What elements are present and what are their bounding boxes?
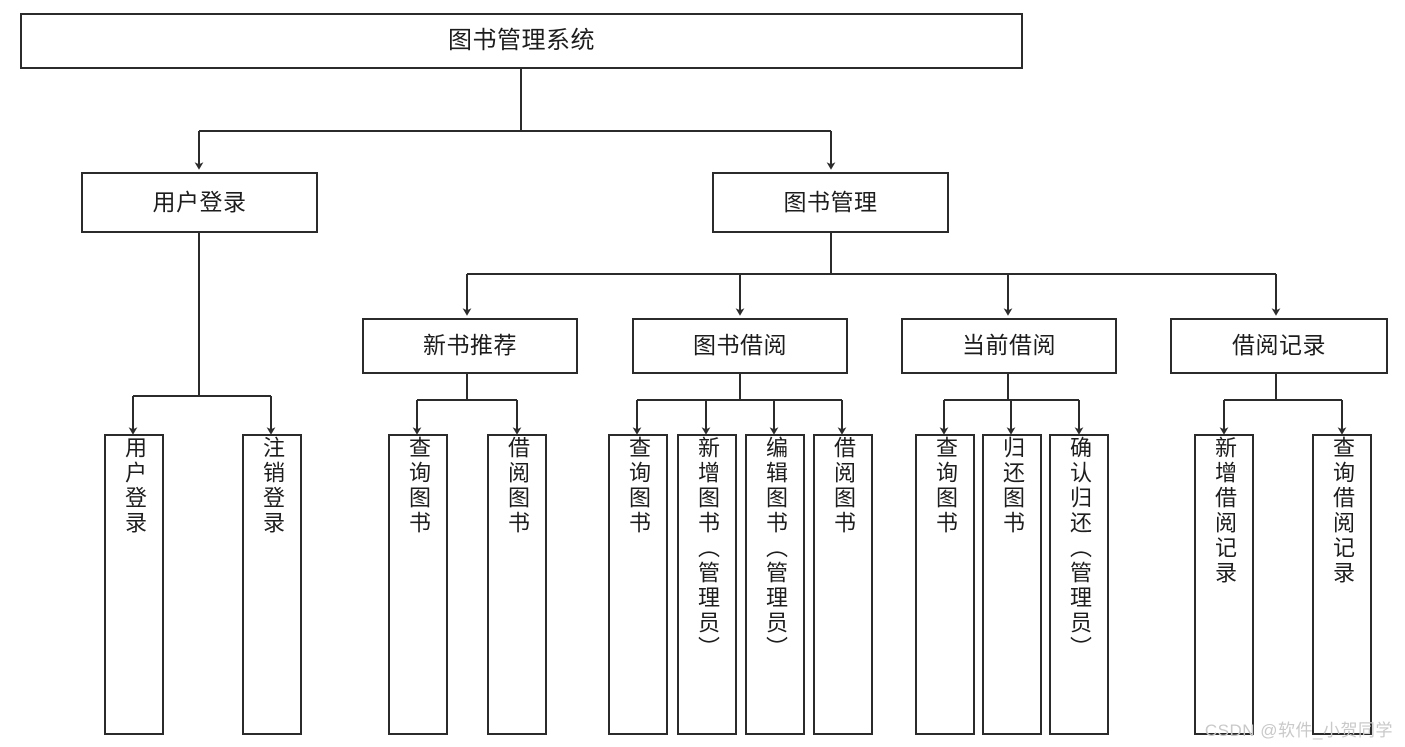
node-current-borrow-label: 当前借阅 [962,332,1056,359]
node-borrow-record[interactable]: 借阅记录 [1170,318,1388,374]
node-user-login[interactable]: 用户登录 [81,172,318,233]
leaf-user-logout[interactable]: 注销登录 [242,434,302,735]
leaf-edit-book[interactable]: 编辑图书（管理员） [745,434,805,735]
leaf-borrow-book-1-label: 借阅图书 [505,436,530,536]
leaf-add-record[interactable]: 新增借阅记录 [1194,434,1254,735]
leaf-add-record-label: 新增借阅记录 [1212,436,1237,586]
leaf-return-book-label: 归还图书 [1000,436,1025,536]
leaf-query-book-1-label: 查询图书 [406,436,431,536]
leaf-query-book-3-label: 查询图书 [933,436,958,536]
leaf-borrow-book-2[interactable]: 借阅图书 [813,434,873,735]
leaf-borrow-book-1[interactable]: 借阅图书 [487,434,547,735]
leaf-borrow-book-2-label: 借阅图书 [831,436,856,536]
leaf-query-book-1[interactable]: 查询图书 [388,434,448,735]
leaf-return-book[interactable]: 归还图书 [982,434,1042,735]
node-borrow-record-label: 借阅记录 [1232,332,1326,359]
leaf-add-book-label: 新增图书（管理员） [695,436,720,661]
leaf-user-login[interactable]: 用户登录 [104,434,164,735]
leaf-user-logout-label: 注销登录 [260,436,285,536]
leaf-edit-book-label: 编辑图书（管理员） [763,436,788,661]
leaf-confirm-return-label: 确认归还（管理员） [1067,436,1092,661]
leaf-query-book-2-label: 查询图书 [626,436,651,536]
leaf-add-book[interactable]: 新增图书（管理员） [677,434,737,735]
node-book-management-label: 图书管理 [783,188,878,215]
node-book-management[interactable]: 图书管理 [712,172,949,233]
leaf-query-book-3[interactable]: 查询图书 [915,434,975,735]
node-book-borrow-label: 图书借阅 [693,332,787,359]
node-new-book-recommend[interactable]: 新书推荐 [362,318,578,374]
leaf-query-book-2[interactable]: 查询图书 [608,434,668,735]
node-new-book-recommend-label: 新书推荐 [423,332,517,359]
leaf-confirm-return[interactable]: 确认归还（管理员） [1049,434,1109,735]
leaf-user-login-label: 用户登录 [122,436,147,536]
node-user-login-label: 用户登录 [152,188,247,215]
node-book-borrow[interactable]: 图书借阅 [632,318,848,374]
node-current-borrow[interactable]: 当前借阅 [901,318,1117,374]
leaf-query-record-label: 查询借阅记录 [1330,436,1355,586]
node-root-system[interactable]: 图书管理系统 [20,13,1023,69]
watermark-text: CSDN @软件_小贺同学 [1204,721,1393,740]
leaf-query-record[interactable]: 查询借阅记录 [1312,434,1372,735]
node-root-system-label: 图书管理系统 [448,26,595,54]
